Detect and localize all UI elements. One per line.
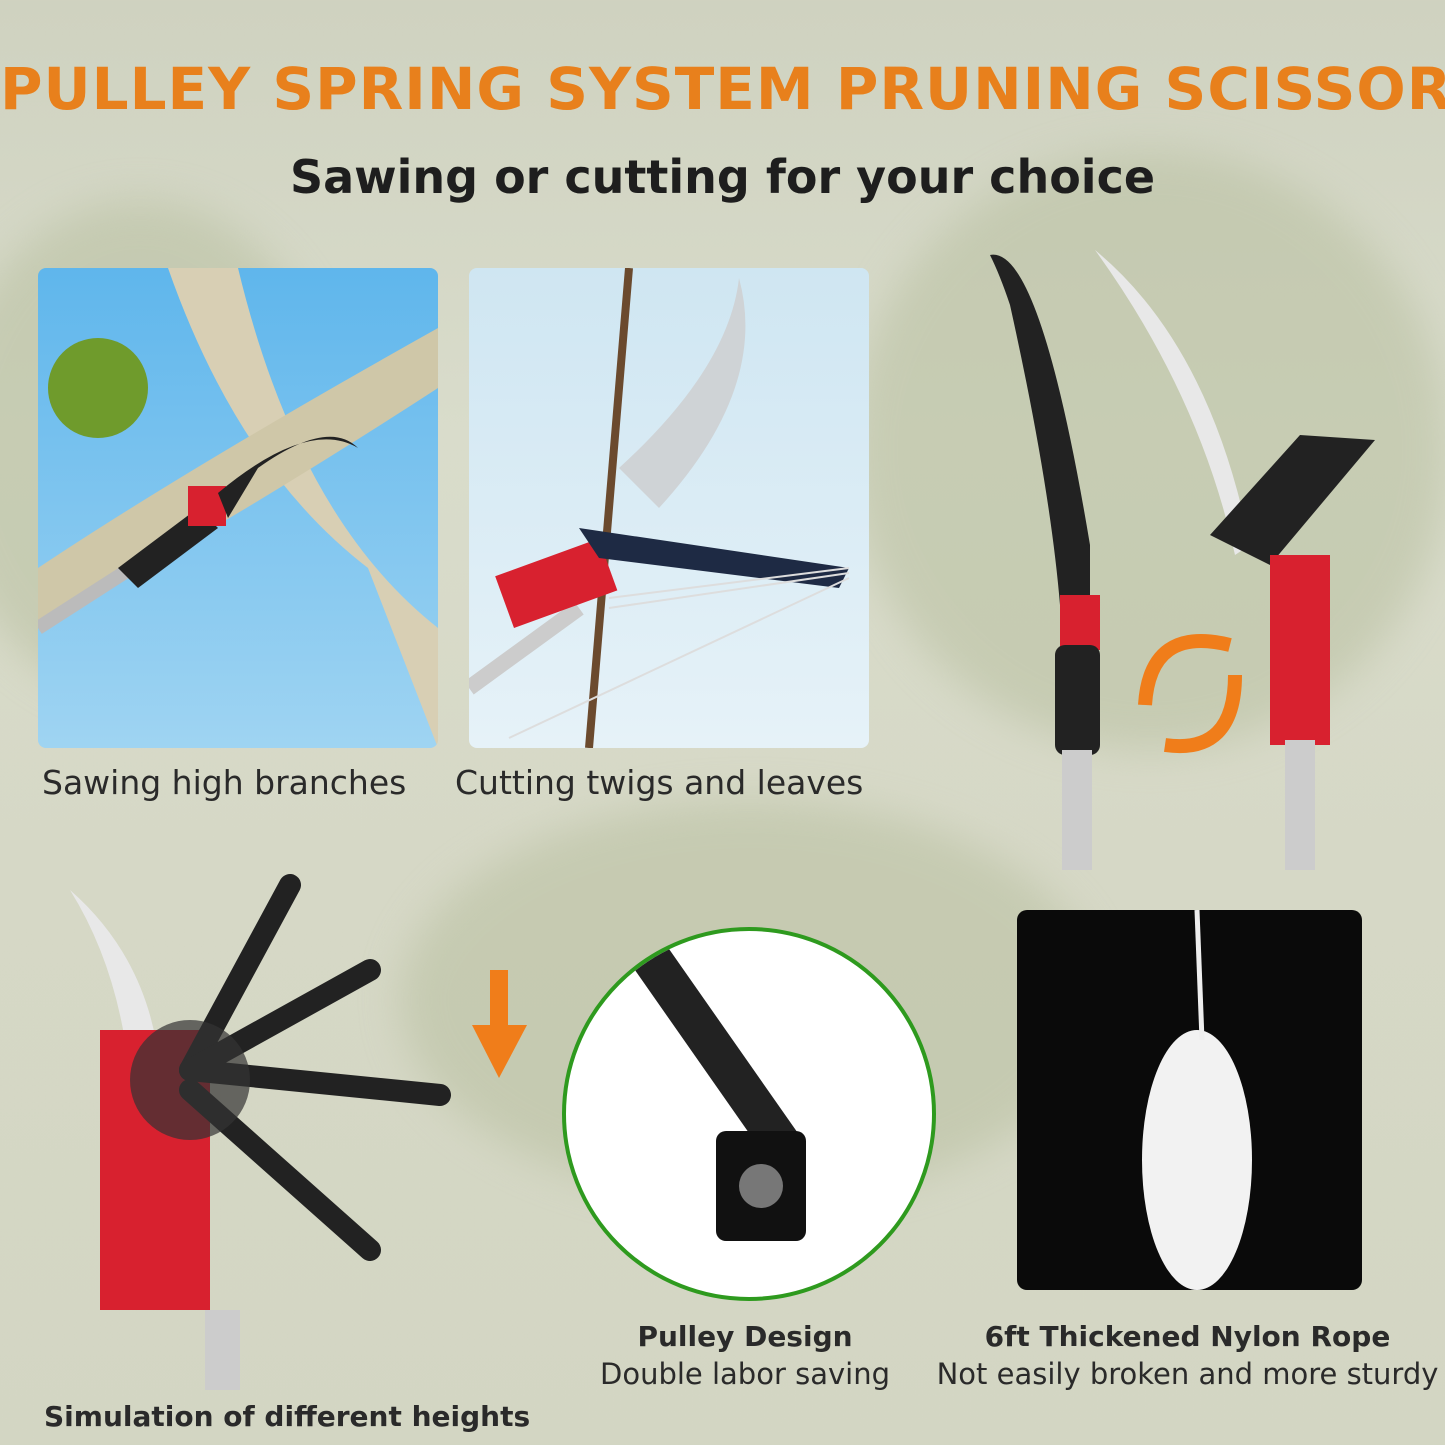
arrow-down-icon xyxy=(472,970,527,1078)
rotate-arrows-icon xyxy=(1138,634,1242,754)
sawing-caption: Sawing high branches xyxy=(42,763,407,802)
pulley-subtitle: Double labor saving xyxy=(600,1357,890,1391)
heights-illustration xyxy=(70,874,451,1390)
cutting-caption: Cutting twigs and leaves xyxy=(455,763,864,802)
page-subtitle: Sawing or cutting for your choice xyxy=(289,150,1156,204)
rope-photo xyxy=(1017,909,1362,1290)
lopper-illustration xyxy=(469,268,850,748)
rope-illustration xyxy=(1142,909,1252,1290)
sawing-photo xyxy=(38,268,438,748)
pulley-title: Pulley Design xyxy=(637,1320,853,1353)
page-title: PULLEY SPRING SYSTEM PRUNING SCISSORS xyxy=(0,55,1445,123)
rope-subtitle: Not easily broken and more sturdy xyxy=(936,1357,1439,1391)
saw-illustration xyxy=(38,268,438,748)
pulley-illustration xyxy=(629,939,806,1241)
heights-caption: Simulation of different heights xyxy=(44,1400,531,1433)
pulley-closeup xyxy=(562,927,936,1301)
cutting-photo xyxy=(469,268,869,748)
rope-title: 6ft Thickened Nylon Rope xyxy=(984,1320,1391,1353)
tool-comparison-illustration xyxy=(990,250,1375,870)
